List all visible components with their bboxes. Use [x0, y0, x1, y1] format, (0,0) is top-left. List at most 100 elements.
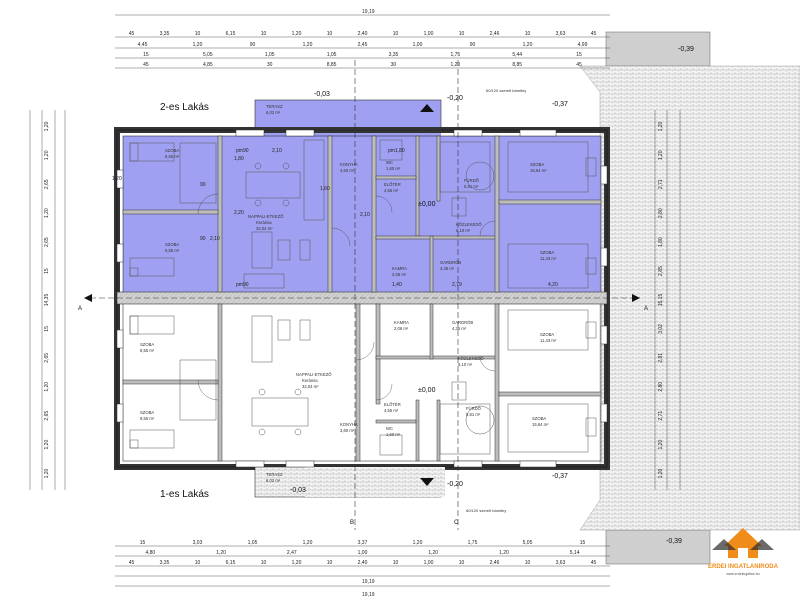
svg-text:4,55 m²: 4,55 m²: [384, 188, 399, 193]
svg-text:SZOBA: SZOBA: [140, 342, 154, 347]
dim-right-11: 1,20: [658, 440, 664, 450]
dim-bottom-row3-4: 10: [261, 560, 267, 566]
level-floor-bottom: ±0,00: [418, 387, 436, 394]
inner-dim-8: 4,20: [548, 282, 558, 288]
svg-text:KAMRA: KAMRA: [392, 266, 407, 271]
dim-left-11: 1,20: [44, 440, 50, 450]
entrance-arrow-top: [420, 104, 434, 112]
dim-top-row5-4: 30: [391, 62, 397, 68]
level-right-bottom: -0,37: [552, 473, 568, 480]
svg-text:3,60 m²: 3,60 m²: [340, 428, 355, 433]
dim-bottom-row1-2: 1,05: [248, 540, 258, 546]
dim-top-row3-4: 2,45: [358, 42, 368, 48]
dim-left-3: 1,20: [44, 208, 50, 218]
logo-line1: ERDEI INGATLANIRODA: [708, 564, 779, 570]
dim-bottom-row3-9: 1,00: [424, 560, 434, 566]
dim-left-4: 2,65: [44, 237, 50, 247]
dim-right-0: 1,20: [658, 121, 664, 131]
dim-bottom-row2-5: 1,20: [499, 550, 509, 556]
dim-left-2: 2,65: [44, 179, 50, 189]
svg-text:6,02 m²: 6,02 m²: [266, 478, 281, 483]
dim-bottom-row1-0: 15: [140, 540, 146, 546]
dim-top-row4-6: 5,44: [512, 52, 522, 58]
inner-dim-6: 1,40: [392, 282, 402, 288]
svg-text:ELŐTÉR: ELŐTÉR: [384, 402, 401, 407]
svg-text:2,06 m²: 2,06 m²: [394, 326, 409, 331]
dim-top-row5-2: 30: [267, 62, 273, 68]
dim-top-row2-11: 2,46: [490, 31, 500, 37]
dim-left-6: 14,35: [44, 294, 50, 307]
dim-bottom-row3-6: 10: [327, 560, 333, 566]
inner-dim-5: 1,60: [320, 186, 330, 192]
svg-text:KAMRA: KAMRA: [394, 320, 409, 325]
inner-dim-10: 2,10: [210, 236, 220, 242]
dim-top-row4-4: 3,35: [389, 52, 399, 58]
dim-right-5: 2,85: [658, 266, 664, 276]
dim-bottom-row1-3: 1,20: [303, 540, 313, 546]
svg-text:1,60 m²: 1,60 m²: [386, 432, 401, 437]
level-terrace-top2: -0,20: [447, 95, 463, 102]
title-bottom: 1-es Lakás: [160, 489, 209, 500]
dim-top-row5-3: 8,85: [327, 62, 337, 68]
dim-top-row2-1: 3,35: [160, 31, 170, 37]
dim-left-5: 15: [44, 268, 50, 274]
svg-text:SZOBA: SZOBA: [540, 332, 554, 337]
dim-top-row5-1: 4,85: [203, 62, 213, 68]
dim-right-6: 15,15: [658, 294, 664, 307]
svg-text:6,02 m²: 6,02 m²: [266, 110, 281, 115]
dim-bottom-row1-7: 5,05: [523, 540, 533, 546]
svg-text:6,10 m²: 6,10 m²: [458, 362, 473, 367]
svg-text:4,35 m²: 4,35 m²: [440, 266, 455, 271]
level-garage-top: -0,39: [678, 46, 694, 53]
dim-top-row4-2: 1,05: [265, 52, 275, 58]
dim-top-row3-1: 1,20: [193, 42, 203, 48]
dim-bottom-row3-1: 3,35: [160, 560, 170, 566]
svg-text:8,55 m²: 8,55 m²: [165, 154, 180, 159]
inner-dim-2: 90: [200, 182, 206, 188]
dim-bottom-row3-0: 45: [129, 560, 135, 566]
svg-text:NAPPALI-ETKEZŐ: NAPPALI-ETKEZŐ: [296, 372, 332, 377]
company-logo: ERDEI INGATLANIRODA www.erdeiingatlan.hu: [708, 528, 779, 576]
svg-text:8,55 m²: 8,55 m²: [140, 348, 155, 353]
dim-bottom-row3-11: 2,46: [490, 560, 500, 566]
dim-top-row3-5: 1,00: [413, 42, 423, 48]
title-top: 2-es Lakás: [160, 102, 209, 113]
dim-top-row4-7: 15: [576, 52, 582, 58]
svg-text:15,64 m²: 15,64 m²: [532, 422, 549, 427]
dim-top-row3-3: 1,20: [303, 42, 313, 48]
svg-text:TERASZ: TERASZ: [266, 472, 283, 477]
dim-bottom-row1-1: 3,03: [193, 540, 203, 546]
dim-left-10: 2,65: [44, 411, 50, 421]
level-terrace-bottom: -0,03: [290, 487, 306, 494]
inner-dim-0: pm90: [236, 148, 249, 154]
svg-text:SZOBA: SZOBA: [530, 162, 544, 167]
dim-right-2: 2,71: [658, 179, 664, 189]
svg-text:KÖZLEKEDŐ: KÖZLEKEDŐ: [458, 356, 484, 361]
dim-top-row2-5: 1,20: [292, 31, 302, 37]
svg-text:2,06 m²: 2,06 m²: [392, 272, 407, 277]
garage-bottom: [605, 529, 711, 565]
note-window-bottom: 60/120 szerelt bámitny: [466, 508, 506, 513]
dim-top-row2-10: 10: [459, 31, 465, 37]
level-right-top: -0,37: [552, 101, 568, 108]
dim-bottom-row1-6: 1,75: [468, 540, 478, 546]
section-a-left-arrow: [84, 294, 92, 302]
dim-bottom-total2: 19,19: [362, 592, 375, 598]
svg-text:SZOBA: SZOBA: [140, 410, 154, 415]
dim-top-row4-1: 5,05: [203, 52, 213, 58]
dim-left-9: 1,20: [44, 382, 50, 392]
dim-bottom-row2-3: 1,00: [358, 550, 368, 556]
dim-top-row2-13: 3,63: [556, 31, 566, 37]
dim-top-row4-3: 1,05: [327, 52, 337, 58]
svg-text:4,35 m²: 4,35 m²: [452, 326, 467, 331]
dim-bottom-total1: 19,19: [362, 579, 375, 585]
dim-bottom-row2-6: 5,14: [570, 550, 580, 556]
dim-right-7: 3,02: [658, 324, 664, 334]
svg-text:KONYHA: KONYHA: [340, 422, 358, 427]
dim-bottom-row3-14: 45: [591, 560, 597, 566]
door-swings: [197, 193, 496, 401]
inner-dim-4: 2,20: [234, 210, 244, 216]
svg-text:FÜRDŐ: FÜRDŐ: [466, 406, 482, 411]
dim-left-12: 1,20: [44, 468, 50, 478]
